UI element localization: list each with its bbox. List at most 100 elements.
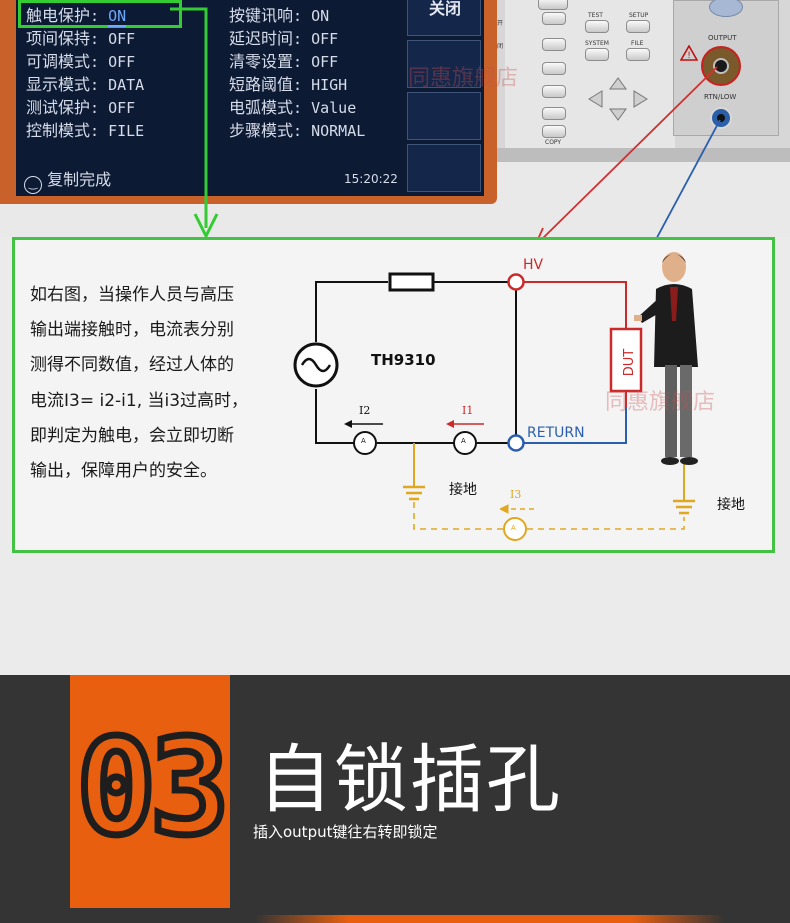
param-label: 显示模式: [26, 75, 91, 94]
system-label: SYSTEM: [585, 40, 609, 47]
ground-right-label: 接地: [717, 497, 745, 513]
open-label: 打开: [491, 20, 504, 27]
resistor-icon: [388, 272, 435, 292]
right-row-2: 清零设置: OFF: [229, 48, 338, 72]
circuit-diagram: [293, 252, 698, 541]
close-soft-button[interactable]: 关闭: [407, 0, 481, 36]
param-colon: :: [90, 99, 109, 117]
description-line-4: 电流I3= i2-i1, 当i3过高时，: [30, 391, 249, 411]
callout-arrow-head: [193, 213, 219, 240]
param-value[interactable]: NORMAL: [311, 122, 366, 140]
file-key[interactable]: [626, 48, 650, 61]
touch-protection-highlight: [18, 0, 182, 28]
dut-label: DUT: [622, 348, 638, 377]
arrow-keys-icon[interactable]: [585, 76, 651, 122]
feature-banner: 03: [0, 675, 790, 923]
copy-key[interactable]: [542, 125, 566, 138]
param-label: 触电保护: [26, 6, 91, 25]
high-voltage-warning-icon: !: [680, 45, 698, 61]
ground-left-icon: [403, 485, 425, 501]
param-colon: :: [90, 76, 109, 94]
left-row-0: 触电保护: ON: [26, 2, 127, 27]
param-value[interactable]: ON: [311, 7, 330, 25]
callout-arrow-line: [170, 7, 208, 228]
soft-button-4[interactable]: [407, 144, 481, 192]
i1-label: I1: [462, 404, 474, 417]
ammeter-i3-icon: [503, 517, 527, 541]
param-colon: :: [293, 53, 312, 71]
safety-diagram-box: 如右图，当操作人员与高压 输出端接触时，电流表分别 测得不同数值，经过人体的 电…: [12, 237, 775, 553]
output-socket[interactable]: [701, 46, 741, 86]
param-value[interactable]: OFF: [108, 99, 136, 117]
feature-title: 自锁插孔: [258, 737, 562, 823]
i2-label: I2: [359, 404, 371, 417]
side-key-1[interactable]: [542, 12, 566, 25]
system-key[interactable]: [585, 48, 609, 61]
param-value[interactable]: OFF: [108, 53, 136, 71]
param-colon: :: [90, 122, 109, 140]
setup-label: SETUP: [629, 12, 649, 19]
param-value[interactable]: FILE: [108, 122, 145, 140]
soft-button-3[interactable]: [407, 92, 481, 140]
right-row-4: 电弧模式: Value: [229, 94, 356, 118]
soft-button-2[interactable]: [407, 40, 481, 88]
param-value[interactable]: OFF: [311, 53, 339, 71]
status-line: ‿ 复制完成: [24, 166, 111, 194]
meter-i3-letter: A: [511, 524, 516, 532]
param-value[interactable]: OFF: [108, 30, 136, 48]
side-key-4[interactable]: [542, 85, 566, 98]
description-line-2: 输出端接触时，电流表分别: [30, 320, 234, 340]
stop-button[interactable]: [709, 0, 743, 17]
meter-i1-letter: A: [461, 437, 466, 445]
param-label: 延迟时间: [229, 29, 294, 48]
param-value[interactable]: ON: [108, 7, 127, 27]
param-value[interactable]: OFF: [311, 30, 339, 48]
side-key-5[interactable]: [542, 107, 566, 120]
close-label: 关闭: [491, 43, 504, 50]
smiley-icon: ‿: [24, 176, 42, 194]
banner-glow-bar: [255, 915, 725, 923]
copy-label: COPY: [545, 139, 562, 146]
file-label: FILE: [631, 40, 644, 47]
output-panel: OUTPUT ! RTN/LOW: [673, 0, 779, 136]
param-colon: :: [293, 99, 312, 117]
param-label: 控制模式: [26, 121, 91, 140]
param-colon: :: [90, 7, 109, 25]
feature-subtitle: 插入output键往右转即锁定: [253, 823, 438, 841]
rtn-socket[interactable]: [710, 107, 732, 129]
soft-button-column: 关闭: [404, 0, 484, 196]
param-value[interactable]: Value: [311, 99, 357, 117]
rtn-label: RTN/LOW: [704, 93, 737, 101]
right-row-3: 短路阈值: HIGH: [229, 71, 347, 95]
param-colon: :: [293, 30, 312, 48]
param-label: 测试保护: [26, 98, 91, 117]
watermark-diagram: 同惠旗舰店: [605, 390, 716, 415]
operator-figure-icon: [634, 252, 698, 465]
param-label: 清零设置: [229, 52, 294, 71]
side-key-2[interactable]: [542, 38, 566, 51]
description-line-5: 即判定为触电，会立即切断: [30, 426, 234, 446]
feature-number: 03: [73, 708, 233, 869]
left-row-5: 控制模式: FILE: [26, 117, 144, 141]
number-block: 03: [70, 675, 233, 908]
param-label: 项间保持: [26, 29, 91, 48]
instrument-photo: 打开 关闭 COPY TEST SETUP SYSTEM FILE OUTPUT…: [0, 0, 790, 237]
ground-right-icon: [673, 499, 695, 515]
top-key[interactable]: [538, 0, 568, 10]
return-terminal-icon: [507, 434, 525, 452]
side-key-3[interactable]: [542, 62, 566, 75]
left-row-1: 项间保持: OFF: [26, 25, 135, 49]
param-colon: :: [293, 7, 312, 25]
param-value[interactable]: HIGH: [311, 76, 348, 94]
test-key[interactable]: [585, 20, 609, 33]
left-row-3: 显示模式: DATA: [26, 71, 144, 95]
setup-key[interactable]: [626, 20, 650, 33]
description-line-1: 如右图，当操作人员与高压: [30, 285, 234, 305]
hv-label: HV: [523, 257, 544, 273]
param-label: 按键讯响: [229, 6, 294, 25]
ammeter-i1-icon: [453, 431, 477, 455]
ground-left-label: 接地: [449, 482, 477, 498]
panel-base: [484, 148, 790, 162]
param-label: 可调模式: [26, 52, 91, 71]
param-value[interactable]: DATA: [108, 76, 145, 94]
